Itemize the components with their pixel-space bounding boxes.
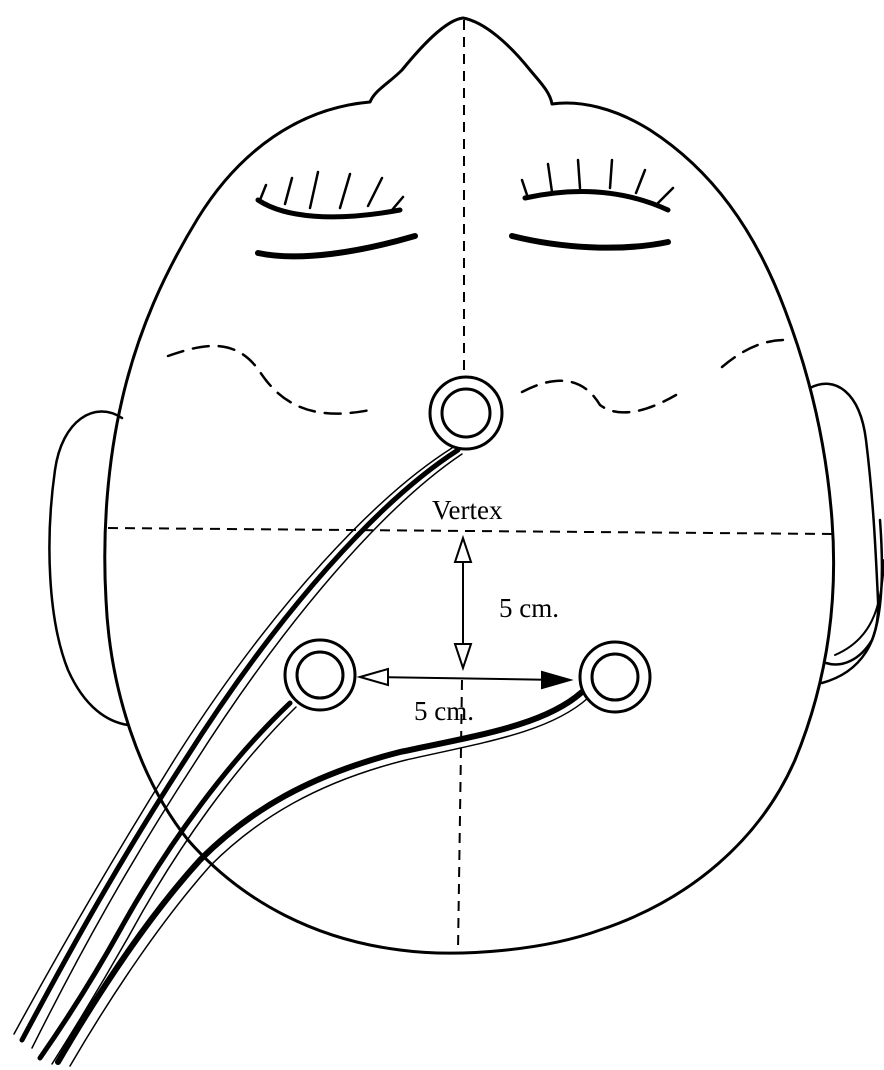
head-outline: [105, 18, 834, 953]
vertical-measurement-arrow: [455, 538, 471, 668]
midline-dashed: [458, 20, 464, 950]
ear-to-ear-dashed-line: [108, 528, 832, 534]
electrode-top: [430, 377, 502, 449]
electrode-right: [580, 642, 650, 712]
electrode-wires: [14, 448, 588, 1066]
electrode-left: [285, 640, 355, 710]
horizontal-distance-label: 5 cm.: [414, 696, 474, 726]
right-eye: [512, 160, 673, 248]
right-ear: [810, 384, 884, 683]
vertex-label: Vertex: [432, 495, 503, 525]
vertical-distance-label: 5 cm.: [499, 593, 559, 623]
left-eye: [258, 172, 415, 256]
horizontal-measurement-arrow: [360, 669, 570, 688]
